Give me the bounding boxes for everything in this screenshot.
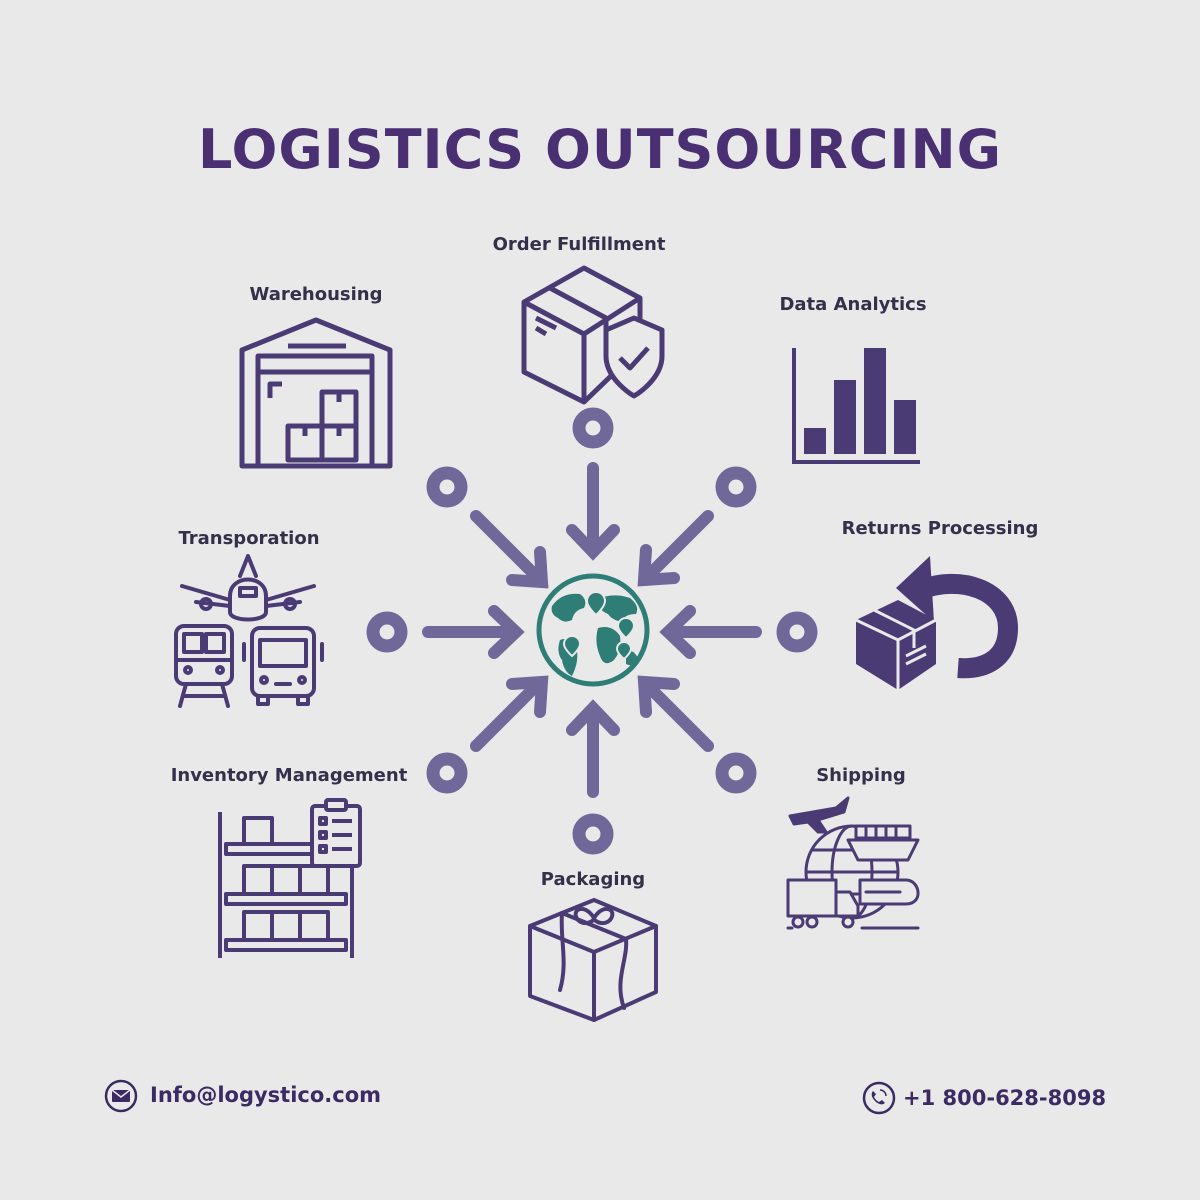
ring-dots [366,407,818,855]
returns-icon [855,556,1019,690]
dot-bottom [572,813,614,855]
dot-top-right [715,466,757,508]
arrow-top [566,462,620,561]
arrow-bottom-right [637,675,714,752]
envelope-icon [104,1079,138,1113]
bus-icon [242,626,324,706]
label-packaging: Packaging [540,869,646,890]
arrow-bottom [566,699,620,798]
dot-bottom-left [426,752,468,794]
label-warehousing: Warehousing [249,284,383,305]
phone-icon [862,1081,896,1115]
airplane-icon [180,554,316,622]
train-icon [174,624,234,708]
arrow-top-left [470,510,549,589]
phone-number[interactable]: +1 800-628-8098 [903,1086,1107,1110]
label-inventory-management: Inventory Management [170,765,408,786]
label-transportation: Transporation [178,528,320,549]
arrow-left [422,605,525,659]
dot-bottom-right [715,752,757,794]
inventory-shelf-icon [218,798,362,958]
globe-icon [536,573,650,687]
label-data-analytics: Data Analytics [779,294,927,315]
bar-chart-icon [792,348,920,464]
box-shield-icon [521,265,665,405]
dot-top [572,407,614,449]
arrows [422,462,762,798]
dot-left [366,611,408,653]
arrow-bottom-left [470,675,549,752]
email-link[interactable]: Info@logystico.com [150,1083,382,1107]
page-title: LOGISTICS OUTSOURCING [198,118,1002,181]
dot-top-left [426,466,468,508]
transportation-icon [174,554,324,708]
shipping-icon [786,796,920,930]
dot-right [776,611,818,653]
label-returns-processing: Returns Processing [841,518,1039,539]
clipboard-icon [310,798,362,868]
arrow-right [659,605,762,659]
label-shipping: Shipping [816,765,906,786]
label-order-fulfillment: Order Fulfillment [492,234,666,255]
warehouse-icon [239,317,393,469]
gift-box-icon [528,898,658,1022]
arrow-top-right [637,510,714,587]
